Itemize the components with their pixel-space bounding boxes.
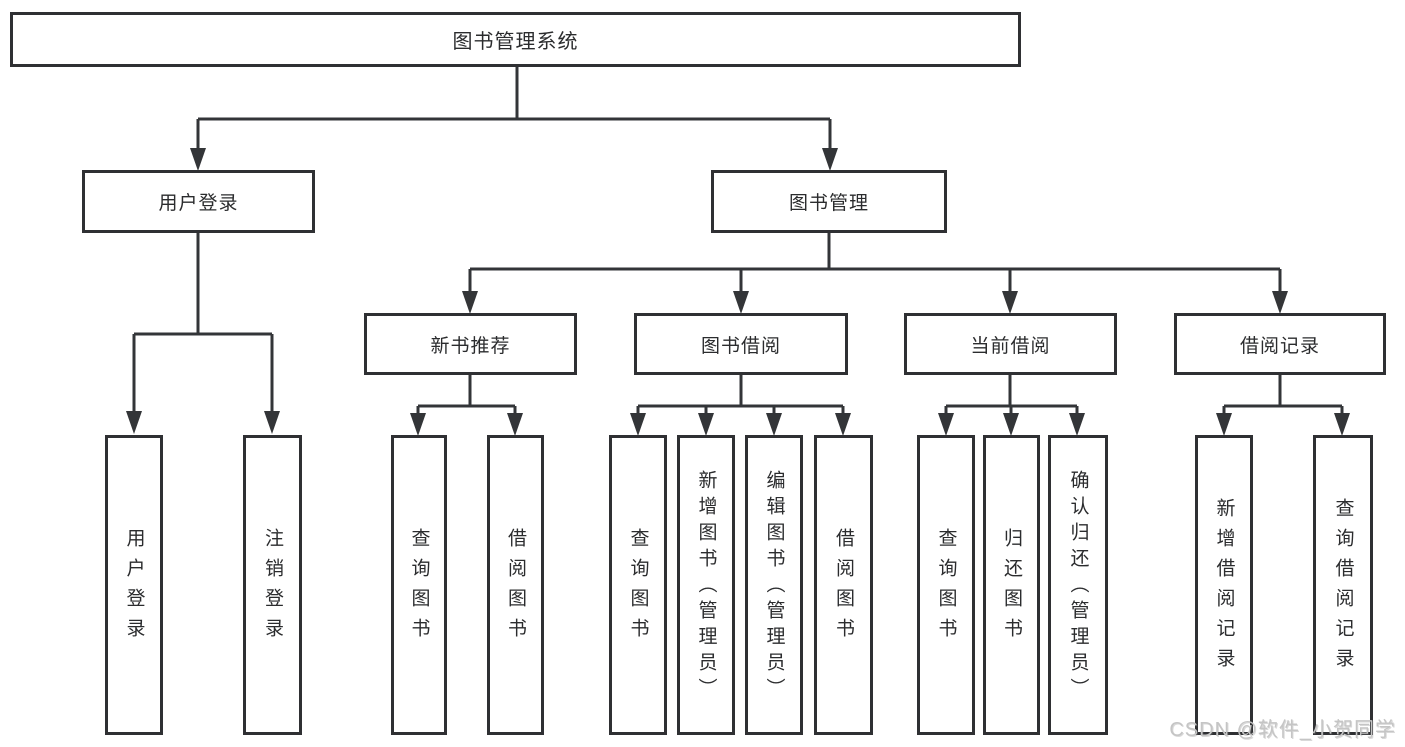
leaf-records-query-record: 查询借阅记录	[1313, 435, 1373, 735]
leaf-current-return-books: 归还图书	[983, 435, 1040, 735]
node-book-management: 图书管理	[711, 170, 947, 233]
leaf-newbook-borrow-books: 借阅图书	[487, 435, 544, 735]
csdn-watermark: CSDN @软件_小贺同学	[1169, 719, 1396, 741]
leaf-logout: 注销登录	[243, 435, 302, 735]
leaf-borrow-edit-books-admin: 编辑图书（管理员）	[745, 435, 803, 735]
leaf-borrow-add-books-admin: 新增图书（管理员）	[677, 435, 735, 735]
leaf-borrow-query-books: 查询图书	[609, 435, 667, 735]
node-borrow-records: 借阅记录	[1174, 313, 1386, 375]
leaf-current-query-books: 查询图书	[917, 435, 975, 735]
leaf-borrow-borrow-books: 借阅图书	[814, 435, 873, 735]
leaf-records-add-record: 新增借阅记录	[1195, 435, 1253, 735]
leaf-newbook-query-books: 查询图书	[391, 435, 447, 735]
node-user-login: 用户登录	[82, 170, 315, 233]
node-new-book-recommend: 新书推荐	[364, 313, 577, 375]
leaf-user-login: 用户登录	[105, 435, 163, 735]
node-root: 图书管理系统	[10, 12, 1021, 67]
node-current-borrow: 当前借阅	[904, 313, 1117, 375]
node-book-borrow: 图书借阅	[634, 313, 848, 375]
leaf-current-confirm-return-admin: 确认归还（管理员）	[1048, 435, 1108, 735]
